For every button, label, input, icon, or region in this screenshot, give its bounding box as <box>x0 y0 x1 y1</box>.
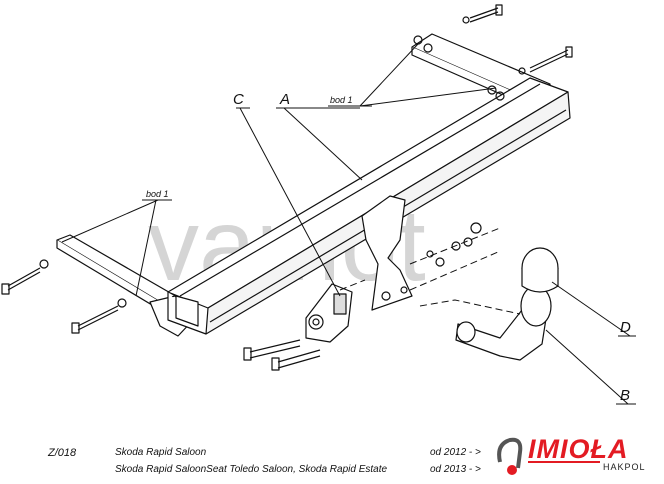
bolt-top-2 <box>518 46 573 75</box>
bolt-left-2 <box>71 298 127 334</box>
year-range-2: od 2013 - > <box>430 464 481 475</box>
label-bod-left: bod 1 <box>146 189 169 199</box>
label-b: B <box>620 387 630 404</box>
ball-cap-d <box>521 247 559 293</box>
socket-plate-c <box>305 283 353 343</box>
brand-subtitle: HAKPOL <box>603 462 646 472</box>
vehicle-model-2: Skoda Rapid SaloonSeat Toledo Saloon, Sk… <box>115 464 388 475</box>
bolt-lower-2 <box>271 349 321 371</box>
brand-hook-icon <box>497 437 523 475</box>
assembly-lines <box>339 227 521 315</box>
mounting-plate <box>361 195 413 311</box>
label-c: C <box>233 91 244 108</box>
label-bod-top: bod 1 <box>330 95 353 105</box>
bolt-left-1 <box>1 259 49 295</box>
year-range-1: od 2012 - > <box>430 447 481 458</box>
label-a: A <box>279 91 290 108</box>
nut-row <box>413 35 505 267</box>
towing-ball-b <box>455 285 552 361</box>
leader-lines <box>61 43 636 405</box>
brand-logo-text: IMIOŁA <box>528 434 629 464</box>
bolt-lower-1 <box>243 339 301 361</box>
bolt-top-1 <box>462 4 503 24</box>
label-d: D <box>620 319 631 336</box>
vehicle-model-1: Skoda Rapid Saloon <box>115 447 207 458</box>
model-code: Z/018 <box>48 447 77 459</box>
